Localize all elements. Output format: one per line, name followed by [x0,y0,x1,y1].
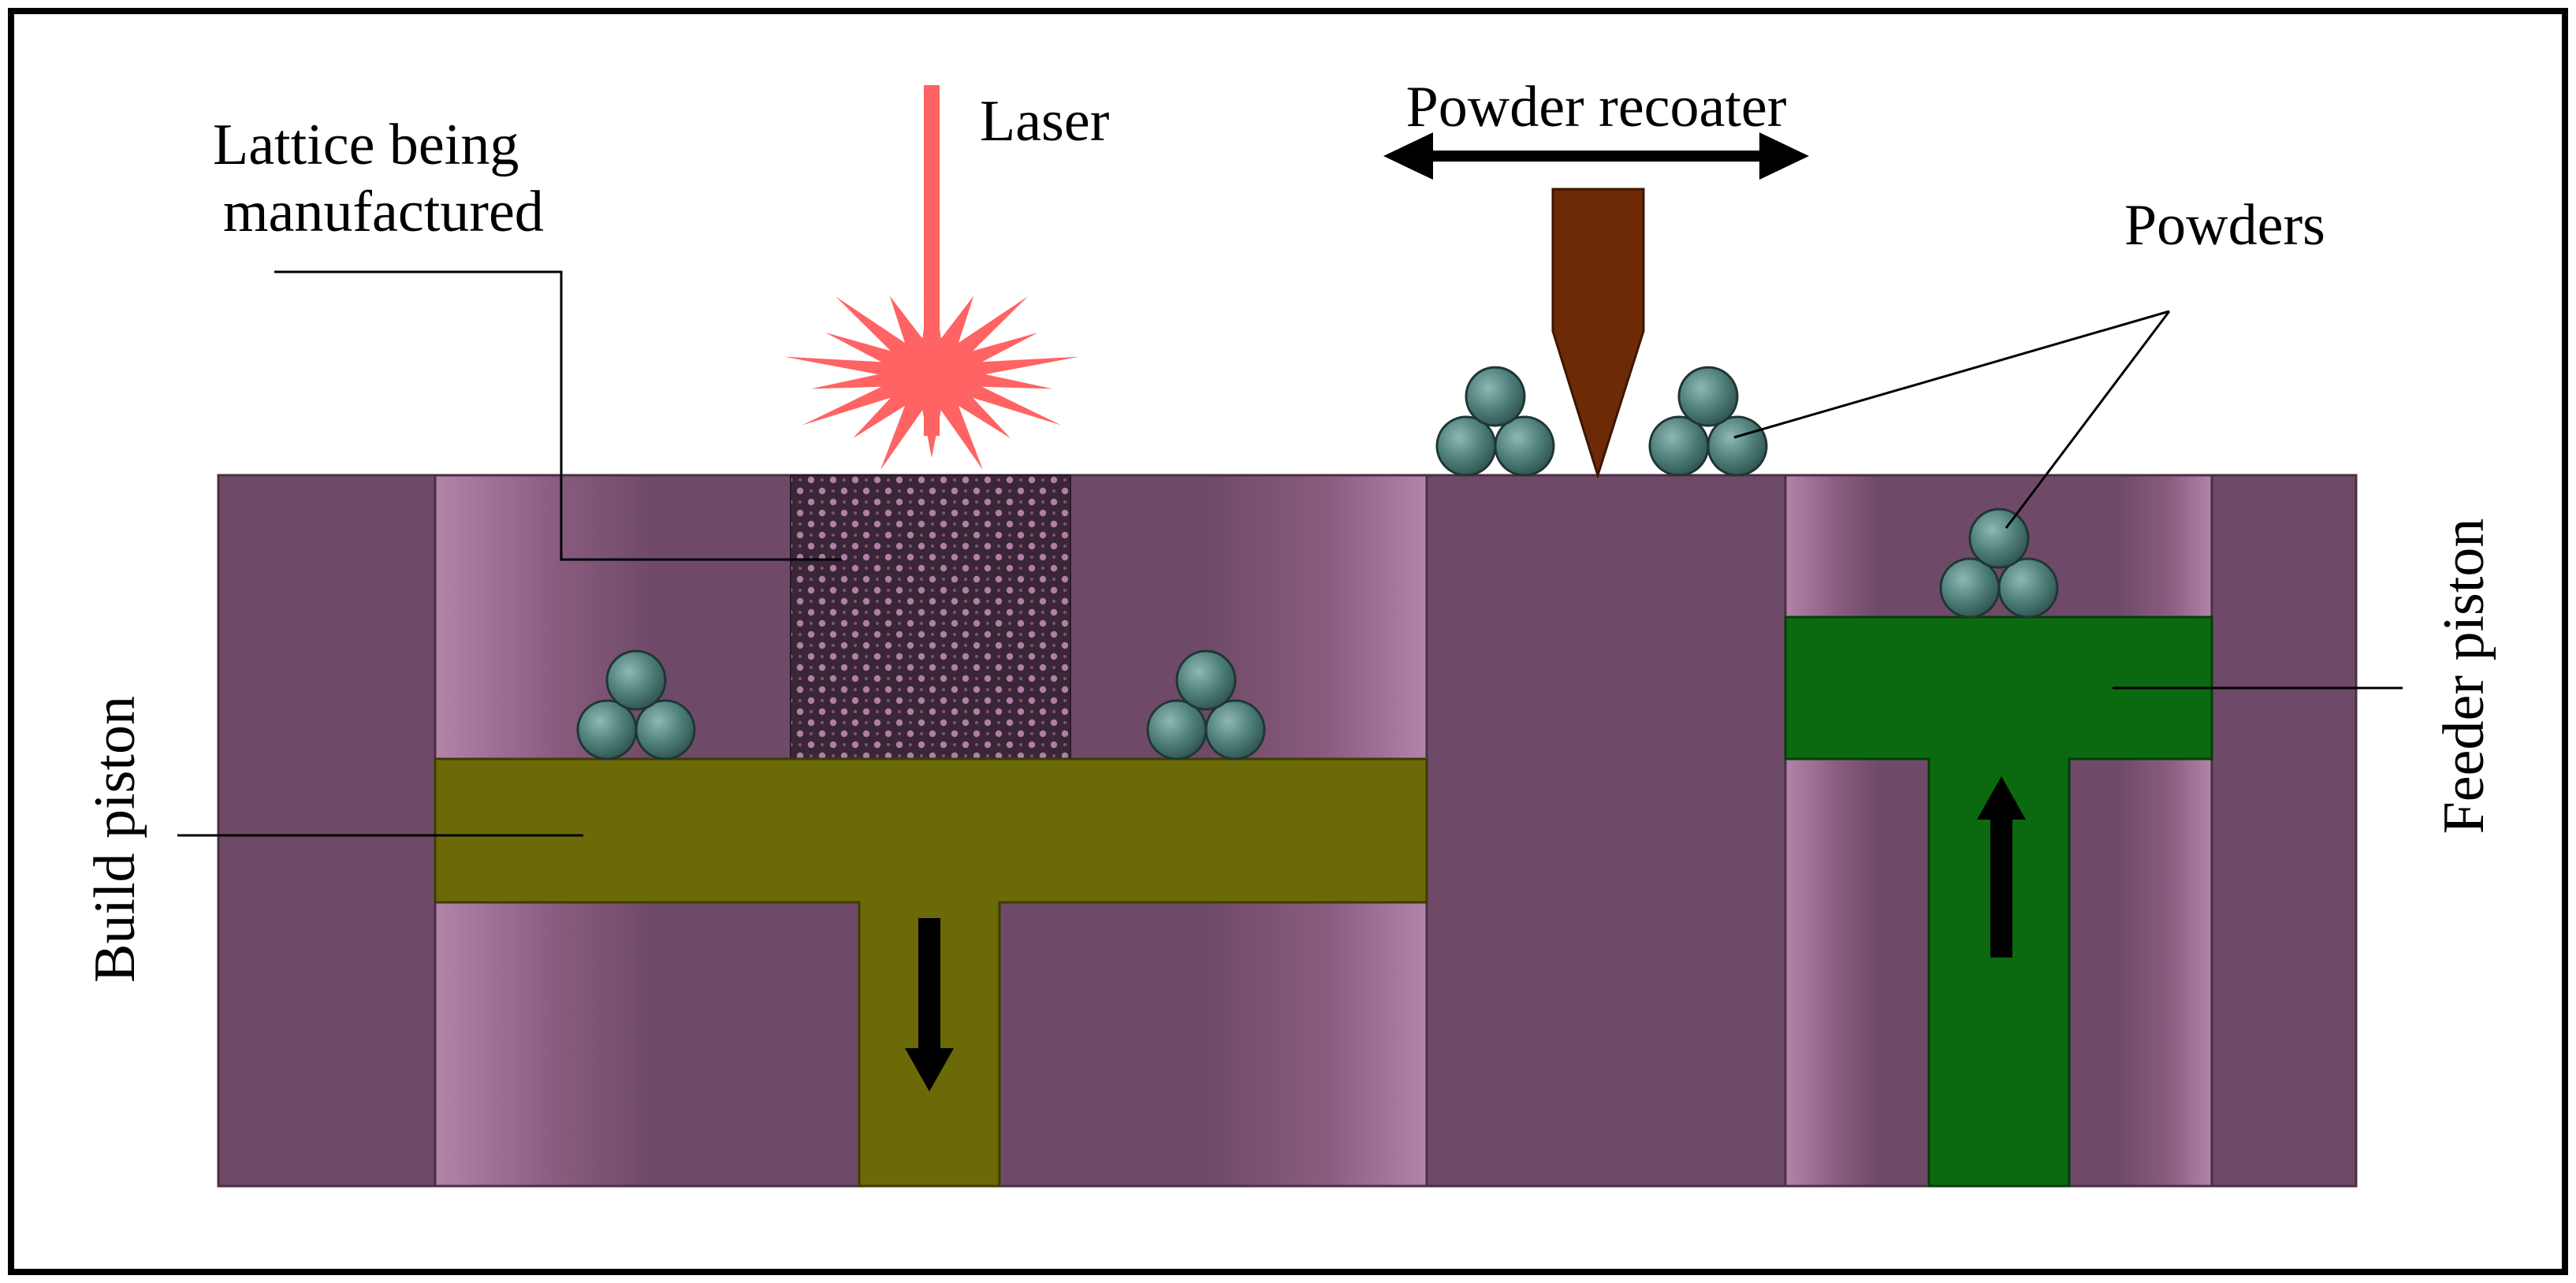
lattice-block [790,474,1071,760]
powders-label: Powders [2124,193,2325,258]
powder-cluster-build-left [576,649,696,761]
powder-cluster-recoater-left [1435,366,1555,477]
powder-particle [1494,415,1555,477]
powder-particle [1997,557,2059,619]
powder-particle [1204,699,1266,761]
powder-particle [1435,415,1497,477]
build-piston-label: Build piston [83,696,147,983]
powder-particle [1465,366,1526,427]
powder-particle [1146,699,1208,761]
leader-line-powders-1 [1733,310,2170,439]
powder-particle [1939,557,2001,619]
arrow-up-icon [1977,776,2026,958]
powder-particle [1648,415,1710,477]
powder-particle [1968,508,2030,569]
feeder-piston-label: Feeder piston [2432,519,2496,835]
chamber-wall-right [2210,474,2358,1188]
laser-label: Laser [980,89,1109,154]
powder-particle [1677,366,1739,427]
chamber-wall-left [217,474,437,1188]
powder-particle [605,649,667,711]
powder-particle [1707,415,1768,477]
powder-particle [576,699,638,761]
arrow-down-icon [905,918,954,1091]
powder-particle [1175,649,1237,711]
lattice-label-line2: manufactured [223,180,544,244]
lattice-label-line1: Lattice being [213,113,519,177]
powder-cluster-feeder [1939,508,2059,619]
laser-icon [784,85,1080,470]
leader-line-powders-2 [2005,311,2171,529]
recoater-blade [1551,188,1645,480]
leader-line-lattice [274,270,842,561]
chamber-wall-middle [1425,474,1787,1188]
powder-recoater-label: Powder recoater [1406,75,1787,139]
powder-cluster-build-right [1146,649,1266,761]
powder-particle [635,699,696,761]
double-arrow-icon [1383,132,1809,180]
